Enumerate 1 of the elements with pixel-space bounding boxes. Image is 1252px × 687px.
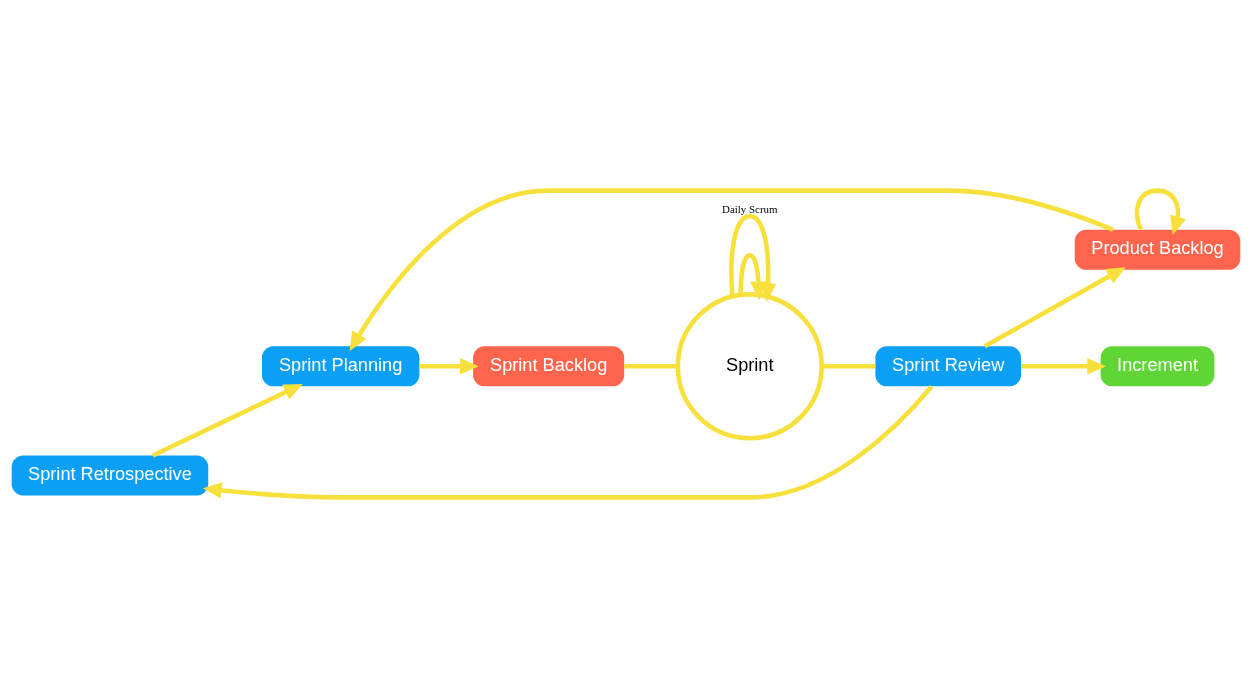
edge-label: Daily Scrum (722, 202, 778, 215)
